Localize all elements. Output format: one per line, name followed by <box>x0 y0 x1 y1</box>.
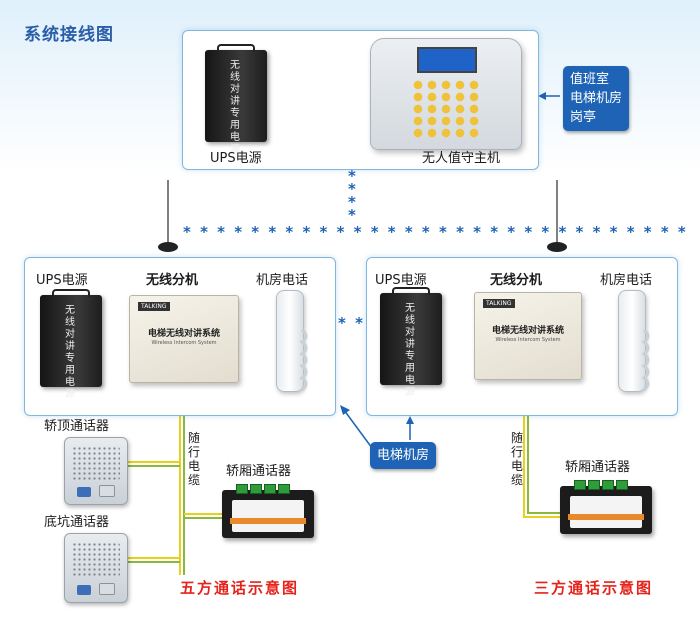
location-callout: 值班室 电梯机房 岗亭 <box>563 66 630 131</box>
right-phone-label: 机房电话 <box>600 273 653 288</box>
right-ups-device: 无线对讲专用电源 <box>380 287 442 398</box>
left-ups-device: 无线对讲专用电源 <box>40 289 102 400</box>
right-unit-text: 电梯无线对讲系统 <box>491 326 564 336</box>
diagram-title: 系统接线图 <box>24 25 114 45</box>
left-machine-room-phone <box>276 290 304 392</box>
five-way-caption: 五方通话示意图 <box>180 579 300 597</box>
left-unit-sub: Wireless Intercom System <box>151 340 217 346</box>
right-unit-label: 无线分机 <box>490 273 543 288</box>
right-ups-side-text: 无线对讲专用电源 <box>405 303 415 398</box>
master-host-device <box>370 38 522 150</box>
left-car-intercom <box>222 484 314 538</box>
wireless-link-middle: * * <box>338 314 365 332</box>
right-cable-label: 随行电缆 <box>510 431 523 487</box>
callout-line-2: 电梯机房 <box>570 91 623 106</box>
right-machine-room-phone <box>618 290 646 392</box>
top-ups-device: 无线对讲专用电源 <box>205 44 267 155</box>
right-car-label: 轿厢通话器 <box>565 460 631 475</box>
three-way-caption: 三方通话示意图 <box>534 579 654 597</box>
right-wireless-unit: TALKING 电梯无线对讲系统 Wireless Intercom Syste… <box>474 292 582 380</box>
left-cable-label: 随行电缆 <box>187 431 200 487</box>
left-wireless-unit: TALKING 电梯无线对讲系统 Wireless Intercom Syste… <box>129 295 239 383</box>
left-unit-label: 无线分机 <box>146 273 199 288</box>
callout-line-3: 岗亭 <box>570 110 597 125</box>
wireless-link-horizontal: * * * * * * * * * * * * * * * * * * * * … <box>183 223 688 241</box>
machine-room-callout: 电梯机房 <box>370 442 437 469</box>
car-top-label: 轿顶通话器 <box>44 419 110 434</box>
top-ups-label: UPS电源 <box>210 151 262 166</box>
antenna-right-icon <box>547 180 567 252</box>
left-unit-text: 电梯无线对讲系统 <box>147 329 220 339</box>
antenna-left-icon <box>158 180 178 252</box>
wireless-link-vertical: **** <box>348 167 356 224</box>
left-ups-side-text: 无线对讲专用电源 <box>65 305 75 400</box>
pit-speaker <box>64 533 128 603</box>
right-ups-label: UPS电源 <box>375 273 427 288</box>
callout-line-1: 值班室 <box>570 72 610 87</box>
pit-label: 底坑通话器 <box>44 515 110 530</box>
ups-side-text: 无线对讲专用电源 <box>230 60 240 155</box>
right-unit-sub: Wireless Intercom System <box>495 337 561 343</box>
host-label: 无人值守主机 <box>422 151 501 166</box>
left-ups-label: UPS电源 <box>36 273 88 288</box>
left-phone-label: 机房电话 <box>256 273 309 288</box>
left-car-label: 轿厢通话器 <box>226 464 292 479</box>
right-car-intercom <box>560 480 652 534</box>
car-top-speaker <box>64 437 128 505</box>
